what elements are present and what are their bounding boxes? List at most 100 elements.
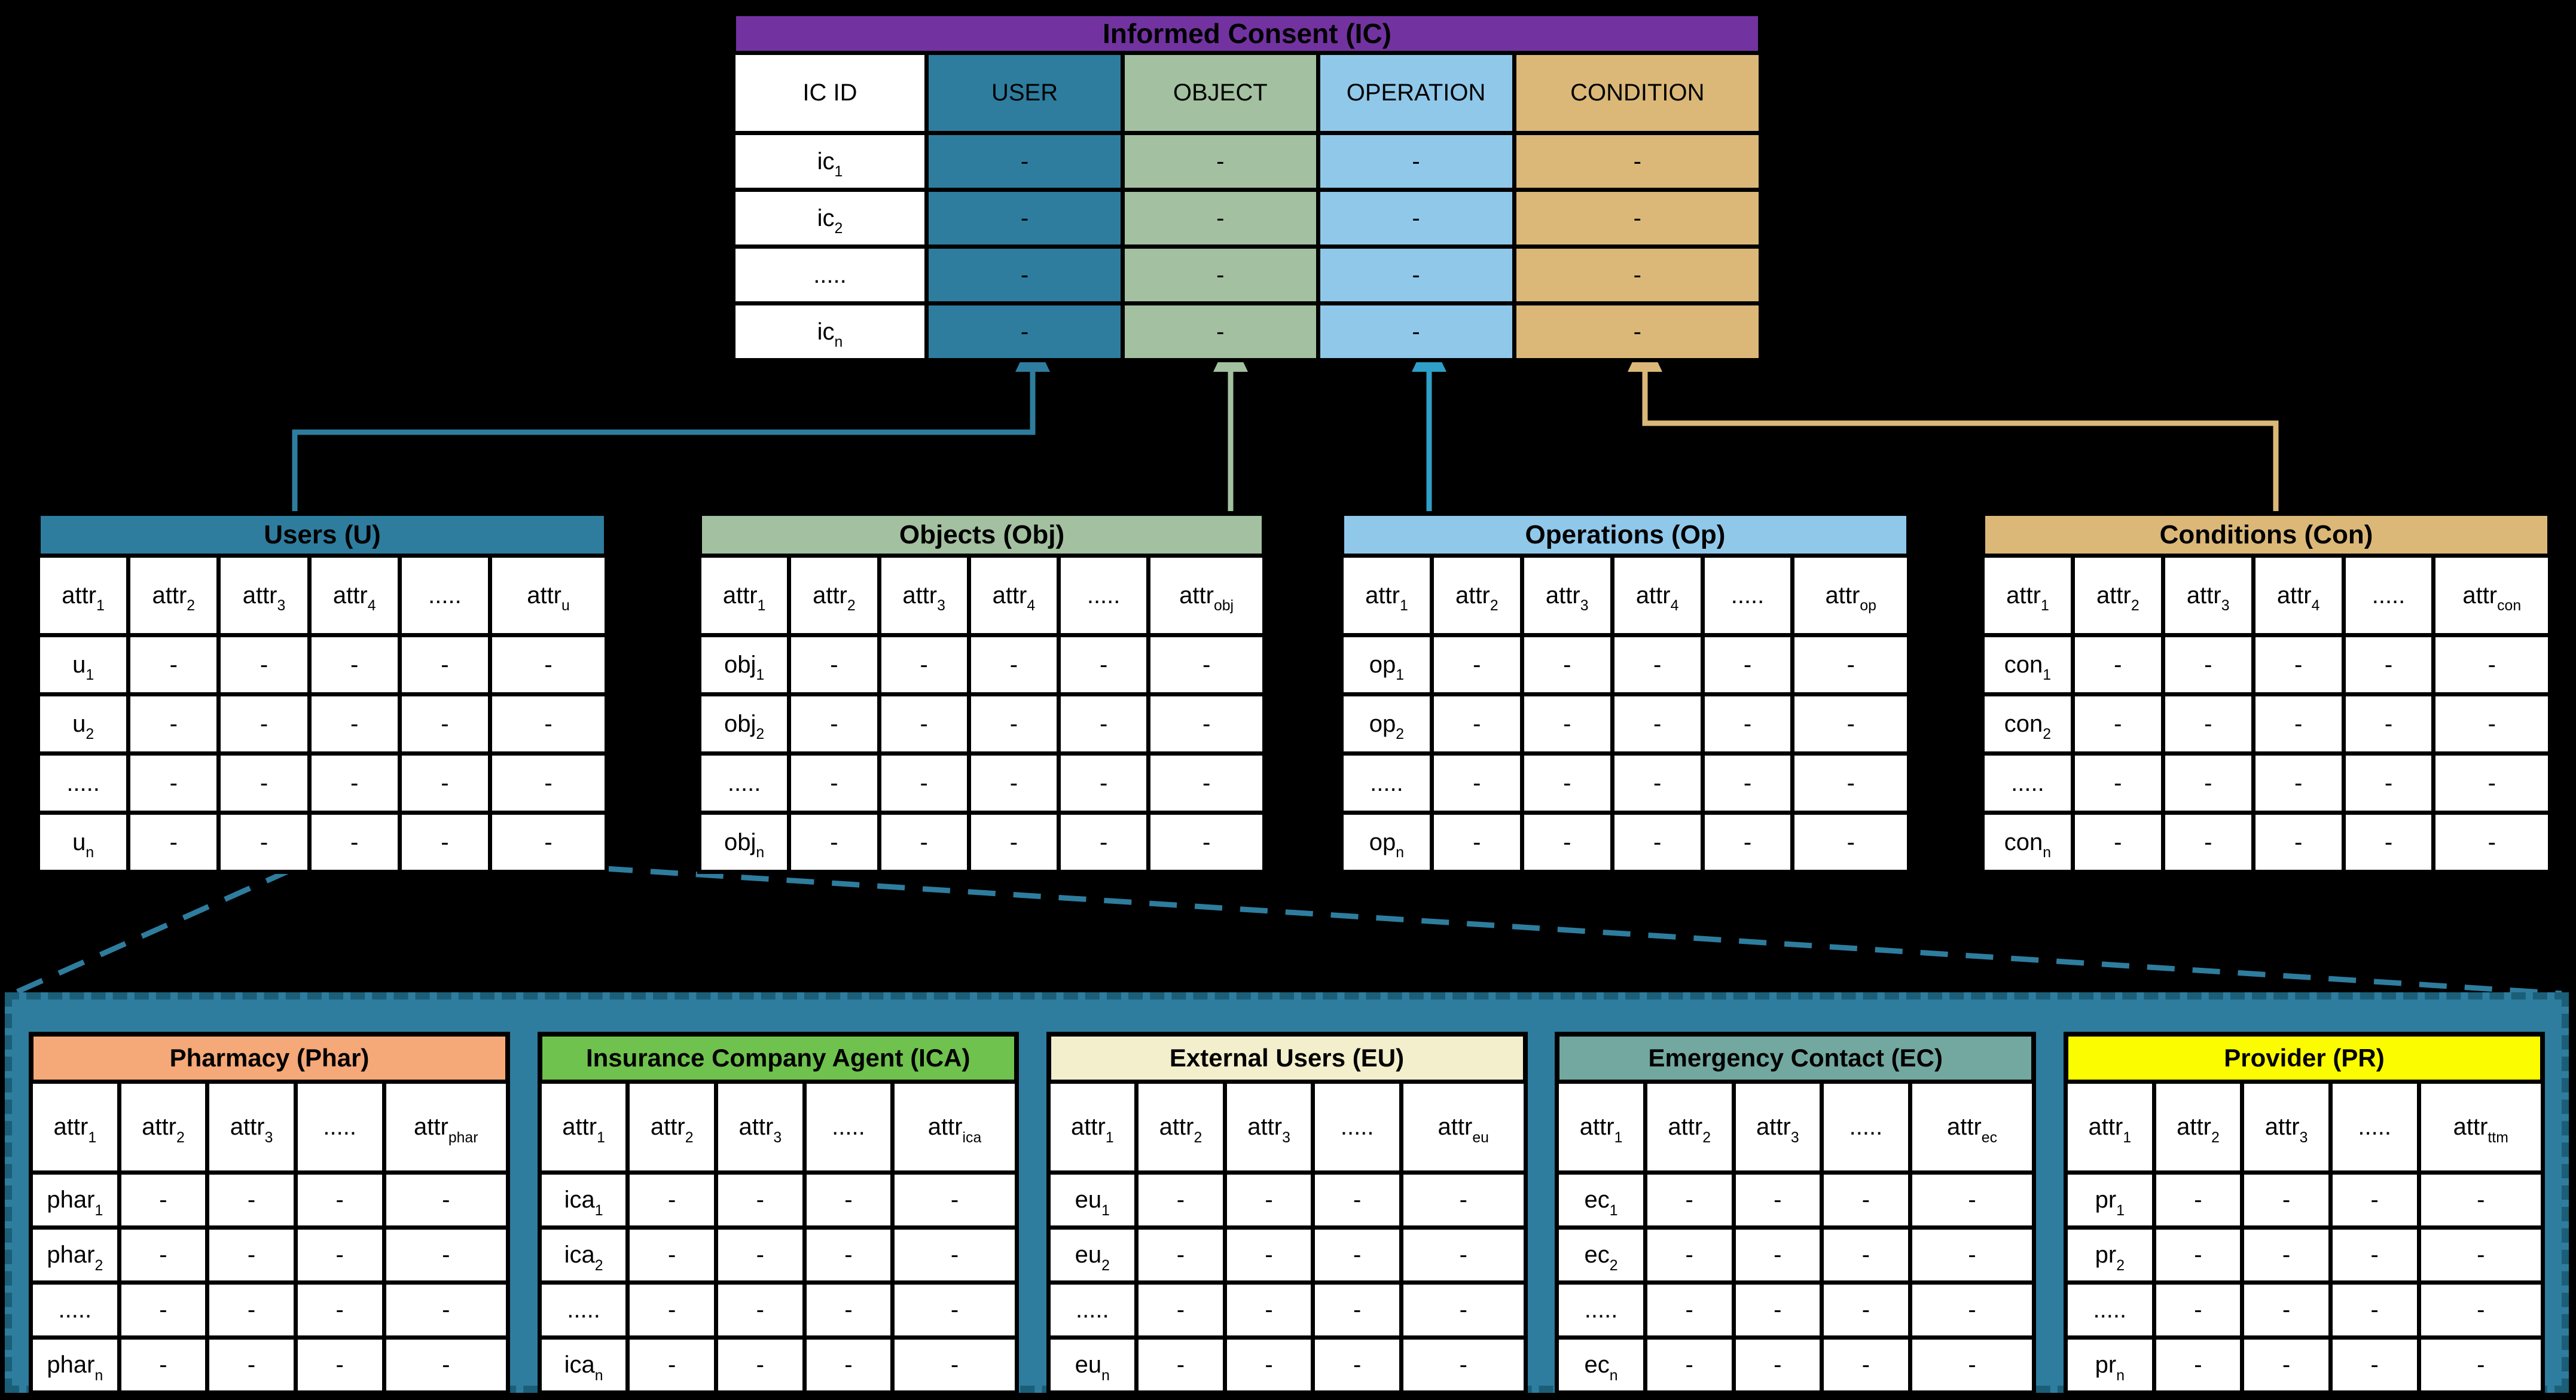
table-row: .....---- <box>731 244 1763 305</box>
value-cell: - <box>2070 751 2165 815</box>
value-cell: - <box>877 633 971 696</box>
value-cell: - <box>1311 1225 1403 1285</box>
value-cell: - <box>1056 811 1151 874</box>
column-header: attr3 <box>2240 1080 2333 1175</box>
value-cell: - <box>890 1170 1019 1230</box>
value-cell: - <box>1316 131 1516 192</box>
value-cell: - <box>802 1225 895 1285</box>
value-cell: - <box>381 1280 510 1340</box>
emergency-contact-table-title: Emergency Contact (EC) <box>1555 1032 2037 1080</box>
table-row: .....----- <box>35 751 609 815</box>
table-row: eu2---- <box>1046 1225 1528 1285</box>
value-cell: - <box>1056 692 1151 756</box>
value-cell: - <box>1820 1170 1912 1230</box>
row-label-cell: op1 <box>1339 633 1434 696</box>
value-cell: - <box>293 1170 386 1230</box>
value-cell: - <box>2151 1170 2245 1230</box>
table-row: eu1---- <box>1046 1170 1528 1230</box>
value-cell: - <box>802 1280 895 1340</box>
value-cell: - <box>381 1225 510 1285</box>
value-cell: - <box>2341 692 2436 756</box>
value-cell: - <box>877 811 971 874</box>
conditions-to-ic-connector <box>1642 368 2279 511</box>
value-cell: - <box>1146 692 1266 756</box>
value-cell: - <box>2070 633 2165 696</box>
pharmacy-table-title: Pharmacy (Phar) <box>29 1032 510 1080</box>
table-row: .....----- <box>1339 751 1911 815</box>
row-label-cell: pr2 <box>2064 1225 2156 1285</box>
column-header: attr1 <box>1339 554 1434 637</box>
value-cell: - <box>1610 692 1705 756</box>
table-row: u1----- <box>35 633 609 696</box>
row-label-cell: obj2 <box>697 692 792 756</box>
value-cell: - <box>1731 1225 1824 1285</box>
value-cell: - <box>126 751 221 815</box>
external-users-table-title: External Users (EU) <box>1046 1032 1528 1080</box>
column-header: attr3 <box>1222 1080 1316 1175</box>
value-cell: - <box>2328 1225 2421 1285</box>
value-cell: - <box>2240 1335 2333 1395</box>
value-cell: - <box>2151 1280 2245 1340</box>
column-header: attrica <box>890 1080 1019 1175</box>
value-cell: - <box>1311 1335 1403 1395</box>
value-cell: - <box>216 811 312 874</box>
value-cell: - <box>1643 1280 1736 1340</box>
value-cell: - <box>1399 1335 1528 1395</box>
value-cell: - <box>1610 633 1705 696</box>
column-header: attr1 <box>29 1080 121 1175</box>
column-header: attr3 <box>877 554 971 637</box>
column-header: USER <box>924 51 1125 135</box>
column-header: ..... <box>1311 1080 1403 1175</box>
table-row: pr2---- <box>2064 1225 2545 1285</box>
value-cell: - <box>1820 1225 1912 1285</box>
value-cell: - <box>625 1170 718 1230</box>
value-cell: - <box>381 1170 510 1230</box>
informed-consent-table-title: Informed Consent (IC) <box>731 11 1763 51</box>
value-cell: - <box>2070 692 2165 756</box>
value-cell: - <box>1643 1170 1736 1230</box>
value-cell: - <box>1790 751 1911 815</box>
value-cell: - <box>2240 1225 2333 1285</box>
row-label-cell: ..... <box>731 244 929 305</box>
table-row: opn----- <box>1339 811 1911 874</box>
value-cell: - <box>1134 1225 1227 1285</box>
table-row: .....---- <box>1046 1280 1528 1340</box>
table-row: .....----- <box>697 751 1266 815</box>
value-cell: - <box>2251 692 2346 756</box>
value-cell: - <box>2431 811 2552 874</box>
row-label-cell: op2 <box>1339 692 1434 756</box>
users-to-ic-connector <box>292 368 1036 511</box>
column-header: attr1 <box>1980 554 2075 637</box>
value-cell: - <box>787 751 881 815</box>
table-row: ic2---- <box>731 188 1763 249</box>
value-cell: - <box>488 811 609 874</box>
value-cell: - <box>1222 1225 1316 1285</box>
column-header: attrobj <box>1146 554 1266 637</box>
value-cell: - <box>1316 244 1516 305</box>
column-header: attr4 <box>307 554 402 637</box>
row-label-cell: eu2 <box>1046 1225 1139 1285</box>
value-cell: - <box>126 633 221 696</box>
row-label-cell: ic1 <box>731 131 929 192</box>
value-cell: - <box>2416 1170 2545 1230</box>
value-cell: - <box>1731 1335 1824 1395</box>
value-cell: - <box>117 1335 210 1395</box>
value-cell: - <box>2431 692 2552 756</box>
row-label-cell: ..... <box>1046 1280 1139 1340</box>
value-cell: - <box>877 692 971 756</box>
